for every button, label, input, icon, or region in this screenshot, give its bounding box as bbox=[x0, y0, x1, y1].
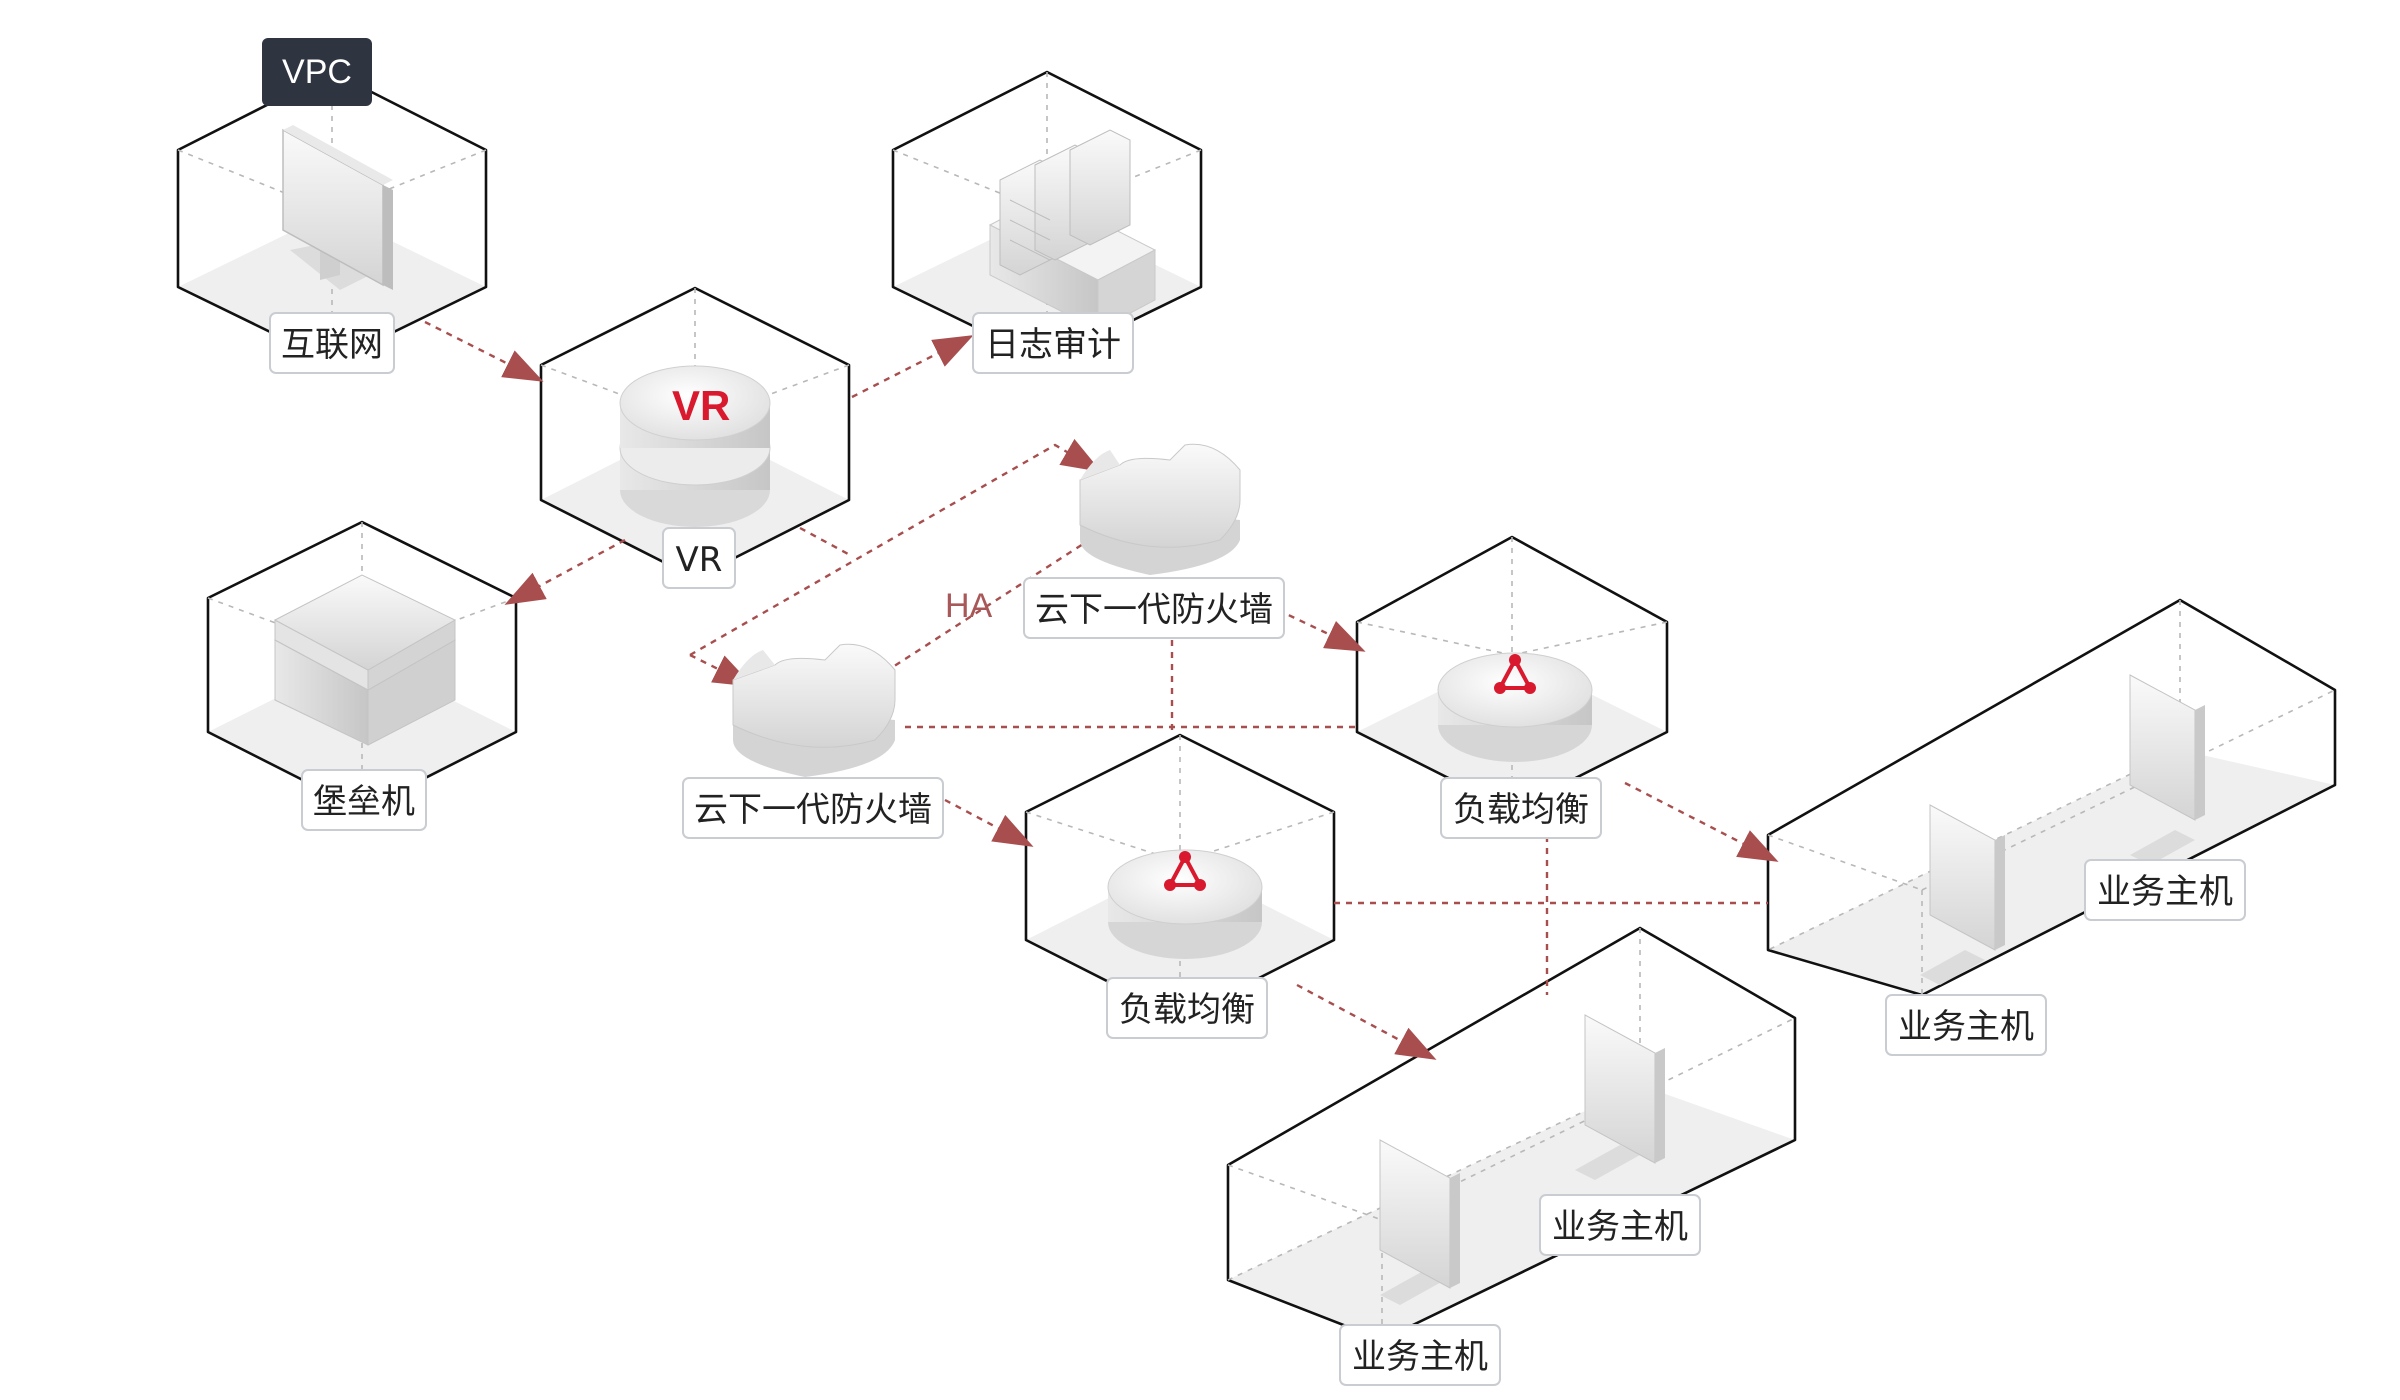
bastion-box-icon bbox=[273, 574, 457, 746]
label-text: 日志审计 bbox=[985, 325, 1121, 365]
label-text: 业务主机 bbox=[1352, 1337, 1488, 1377]
label-internet[interactable]: 互联网 bbox=[269, 312, 395, 374]
box-hosts-bottom bbox=[1226, 926, 1797, 1342]
link-vr-bastion bbox=[504, 538, 626, 605]
server-rack-icon bbox=[988, 129, 1157, 331]
label-text: 业务主机 bbox=[2097, 872, 2233, 912]
link-lb-right-hosts bbox=[1624, 781, 1779, 862]
label-host-right-2[interactable]: 业务主机 bbox=[1885, 994, 2047, 1056]
host-panel-icon bbox=[2129, 674, 2205, 865]
label-lb-right[interactable]: 负载均衡 bbox=[1440, 777, 1602, 839]
link-vr-log bbox=[851, 335, 974, 399]
label-log-audit[interactable]: 日志审计 bbox=[972, 312, 1134, 374]
label-host-right-1[interactable]: 业务主机 bbox=[2084, 859, 2246, 921]
label-host-bottom-2[interactable]: 业务主机 bbox=[1339, 1324, 1501, 1386]
label-text: 云下一代防火墙 bbox=[1035, 590, 1273, 630]
label-bastion[interactable]: 堡垒机 bbox=[301, 769, 427, 831]
label-text: 互联网 bbox=[281, 325, 383, 365]
load-balancer-icon bbox=[1437, 652, 1593, 762]
label-text: 业务主机 bbox=[1898, 1007, 2034, 1047]
link-lb-mid-hosts-bottom bbox=[1296, 983, 1437, 1060]
label-text: VR bbox=[676, 540, 723, 580]
label-firewall-top[interactable]: 云下一代防火墙 bbox=[1023, 577, 1285, 639]
link-fw-top-lb bbox=[1277, 608, 1366, 652]
monitor-icon bbox=[282, 125, 393, 290]
label-firewall-left[interactable]: 云下一代防火墙 bbox=[682, 777, 944, 839]
host-panel-icon bbox=[1920, 804, 2005, 985]
link-internet-vr bbox=[424, 320, 544, 382]
shield-icon bbox=[1079, 443, 1241, 575]
link-ha-top bbox=[689, 438, 1102, 657]
vr-logo: VR bbox=[672, 382, 730, 429]
label-text: 堡垒机 bbox=[313, 782, 415, 822]
vr-router-icon: VR bbox=[619, 365, 771, 527]
shield-icon bbox=[732, 643, 896, 777]
label-host-bottom-1[interactable]: 业务主机 bbox=[1539, 1194, 1701, 1256]
load-balancer-icon bbox=[1107, 849, 1263, 959]
label-text: 负载均衡 bbox=[1119, 990, 1255, 1030]
vpc-label: VPC bbox=[282, 53, 352, 91]
label-lb-mid[interactable]: 负载均衡 bbox=[1106, 977, 1268, 1039]
link-fw-left-lb bbox=[944, 798, 1034, 847]
host-panel-icon bbox=[1379, 1139, 1460, 1305]
label-vr[interactable]: VR bbox=[662, 527, 736, 589]
connections bbox=[424, 320, 1779, 1060]
label-text: 云下一代防火墙 bbox=[694, 790, 932, 830]
ha-label: HA bbox=[945, 587, 993, 625]
box-hosts-right bbox=[1766, 598, 2337, 997]
vpc-tag: VPC bbox=[262, 38, 372, 106]
host-panel-icon bbox=[1575, 1014, 1665, 1180]
link-vr-fw bbox=[799, 526, 851, 557]
label-text: 负载均衡 bbox=[1453, 790, 1589, 830]
label-text: 业务主机 bbox=[1552, 1207, 1688, 1247]
